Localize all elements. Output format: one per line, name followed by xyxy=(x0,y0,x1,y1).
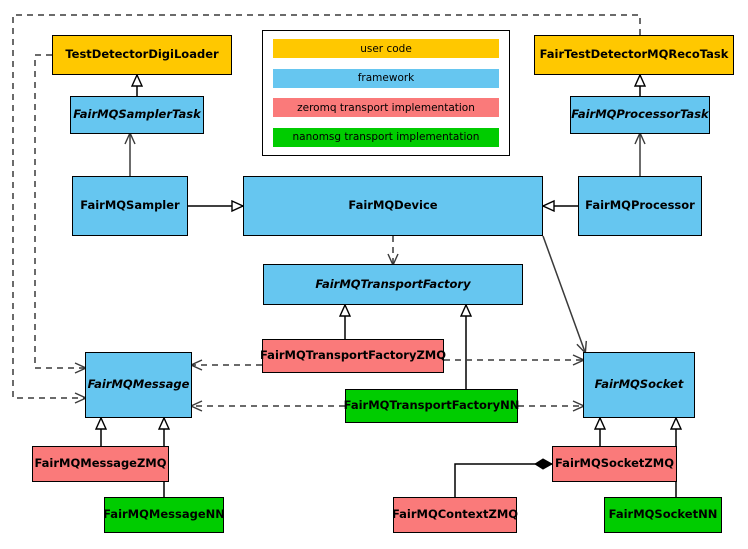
class-node-label: FairMQSampler xyxy=(80,198,180,213)
class-node-FairMQTransportFactory[interactable]: FairMQTransportFactory xyxy=(263,264,523,305)
class-node-label: FairMQSocketNN xyxy=(608,507,718,522)
legend-panel: user code framework zeromq transport imple… xyxy=(262,30,510,156)
class-node-label: FairMQProcessor xyxy=(585,198,695,213)
class-node-FairMQSocketZMQ[interactable]: FairMQSocketZMQ xyxy=(552,446,677,482)
class-node-FairMQMessage[interactable]: FairMQMessage xyxy=(85,352,192,418)
legend-item-2: zeromq transport implementation xyxy=(273,98,499,118)
class-node-label: FairMQSocketZMQ xyxy=(555,456,674,471)
class-node-label: FairMQContextZMQ xyxy=(391,507,519,522)
legend-item-label: zeromq transport implementation xyxy=(297,101,475,114)
edge-contextzmq-socketzmq xyxy=(454,458,554,497)
class-node-label: FairMQSocket xyxy=(594,377,684,392)
class-node-FairMQSocketNN[interactable]: FairMQSocketNN xyxy=(604,497,722,533)
class-node-label: FairMQMessageNN xyxy=(103,507,225,522)
class-node-FairMQContextZMQ[interactable]: FairMQContextZMQ xyxy=(391,497,519,533)
class-node-label: FairMQTransportFactory xyxy=(315,276,471,291)
class-node-FairMQProcessor[interactable]: FairMQProcessor xyxy=(578,176,702,236)
class-node-label: FairMQDevice xyxy=(348,198,438,213)
legend-item-label: user code xyxy=(360,42,412,55)
legend-item-label: framework xyxy=(357,72,415,85)
class-node-label: FairMQSamplerTask xyxy=(73,107,201,122)
class-node-FairMQSocket[interactable]: FairMQSocket xyxy=(583,352,695,418)
class-node-label: FairMQTransportFactoryZMQ xyxy=(260,348,447,363)
class-node-label: FairTestDetectorMQRecoTask xyxy=(539,47,729,62)
class-node-FairMQTransportFactoryZMQ[interactable]: FairMQTransportFactoryZMQ xyxy=(260,339,447,373)
class-node-FairMQMessageNN[interactable]: FairMQMessageNN xyxy=(103,497,225,533)
class-node-label: FairMQMessageZMQ xyxy=(34,456,167,471)
class-node-FairMQMessageZMQ[interactable]: FairMQMessageZMQ xyxy=(32,446,169,482)
class-node-FairMQSampler[interactable]: FairMQSampler xyxy=(72,176,188,236)
class-node-label: FairMQProcessorTask xyxy=(571,107,709,122)
class-node-label: FairMQMessage xyxy=(87,377,190,392)
legend-item-label: nanomsg transport implementation xyxy=(292,131,480,144)
legend-item-3: nanomsg transport implementation xyxy=(273,127,499,147)
legend-item-1: framework xyxy=(273,68,499,88)
legend-item-0: user code xyxy=(273,39,499,58)
class-node-TestDetectorDigiLoader[interactable]: TestDetectorDigiLoader xyxy=(52,35,232,75)
class-node-FairMQSamplerTask[interactable]: FairMQSamplerTask xyxy=(70,96,204,134)
class-node-FairMQProcessorTask[interactable]: FairMQProcessorTask xyxy=(570,96,710,134)
class-node-FairMQDevice[interactable]: FairMQDevice xyxy=(243,176,543,236)
class-node-label: TestDetectorDigiLoader xyxy=(65,47,219,62)
class-node-label: FairMQTransportFactoryNN xyxy=(343,398,520,413)
edge-device-socket xyxy=(542,235,587,355)
class-node-FairTestDetectorMQRecoTask[interactable]: FairTestDetectorMQRecoTask xyxy=(534,35,734,75)
class-node-FairMQTransportFactoryNN[interactable]: FairMQTransportFactoryNN xyxy=(343,389,520,423)
